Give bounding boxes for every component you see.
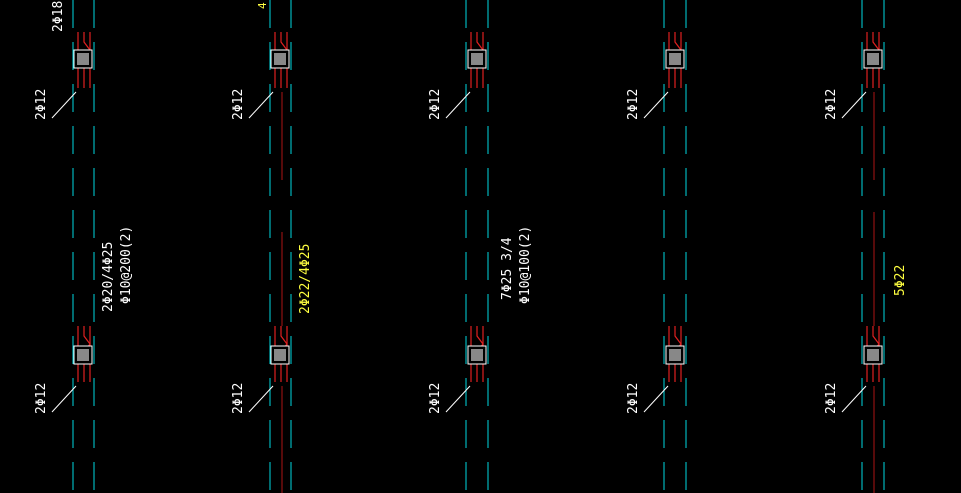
rebar-label-bottom: 2Φ12	[231, 383, 246, 414]
rebar-label-top: 2Φ12	[824, 89, 839, 120]
column-hatch-bottom	[274, 349, 286, 361]
leader-line-bottom	[445, 385, 471, 413]
beam-annotation-1-line2: Φ10@200(2)	[119, 226, 134, 304]
rebar-label-top: 2Φ12	[428, 89, 443, 120]
column-hatch-bottom	[471, 349, 483, 361]
leader-line-top	[643, 91, 669, 119]
column-hatch-bottom	[867, 349, 879, 361]
rebar-label-top: 2Φ12	[626, 89, 641, 120]
beam-annotation-1-line1: 2Φ20/4Φ25	[101, 242, 116, 312]
rebar-label-bottom: 2Φ12	[34, 383, 49, 414]
column-group-1: 2Φ12 2Φ12 2Φ18 2Φ20/4Φ25 Φ10@200(2)	[34, 0, 134, 493]
rebar-label-bottom: 2Φ12	[626, 383, 641, 414]
column-group-4: 2Φ12 2Φ12	[626, 0, 687, 493]
leader-line-bottom	[643, 385, 669, 413]
column-hatch-bottom	[77, 349, 89, 361]
beam-annotation-5-line1: 5Φ22	[893, 265, 908, 296]
leader-line-top	[445, 91, 471, 119]
column-hatch-bottom	[669, 349, 681, 361]
leader-line-top	[841, 91, 867, 119]
rebar-label-top: 2Φ12	[34, 89, 49, 120]
column-hatch-top	[867, 53, 879, 65]
column-group-2: 2Φ12 2Φ12 4 2Φ22/4Φ25	[231, 0, 313, 493]
leader-line-bottom	[51, 385, 77, 413]
column-group-3: 2Φ12 2Φ12 7Φ25 3/4 Φ10@100(2)	[428, 0, 533, 493]
beam-annotation-2-line1: 2Φ22/4Φ25	[298, 244, 313, 314]
small-label-yellow: 4	[256, 2, 269, 9]
rebar-label-top-left: 2Φ18	[51, 1, 66, 32]
column-hatch-top	[77, 53, 89, 65]
leader-line-top	[51, 91, 77, 119]
beam-annotation-3-line1: 7Φ25 3/4	[500, 237, 515, 300]
leader-line-top	[248, 91, 274, 119]
column-hatch-top	[669, 53, 681, 65]
rebar-label-top: 2Φ12	[231, 89, 246, 120]
rebar-label-bottom: 2Φ12	[428, 383, 443, 414]
rebar-label-bottom: 2Φ12	[824, 383, 839, 414]
leader-line-bottom	[248, 385, 274, 413]
beam-annotation-3-line2: Φ10@100(2)	[518, 226, 533, 304]
column-group-5: 2Φ12 2Φ12 5Φ22	[824, 0, 908, 493]
column-hatch-top	[471, 53, 483, 65]
leader-line-bottom	[841, 385, 867, 413]
column-hatch-top	[274, 53, 286, 65]
